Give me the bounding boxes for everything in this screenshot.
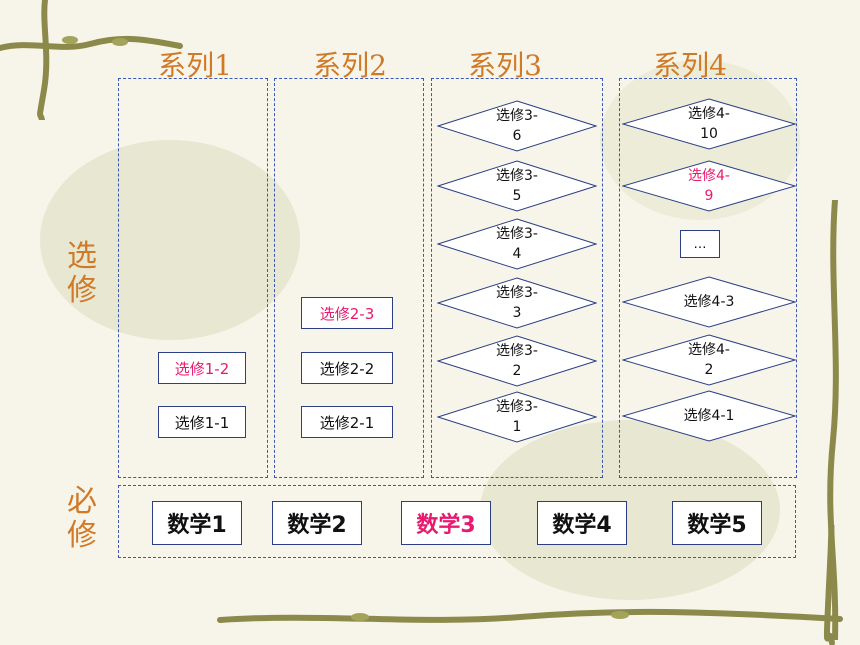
diamond-label: 选修3- 1 [496,399,538,435]
diamond-shape [437,218,597,270]
course-node-1-2: 选修1-2 [158,352,246,384]
core-course-math-2: 数学2 [272,501,362,545]
diamond-shape [622,98,796,150]
diamond-label: 选修3- 5 [496,168,538,204]
diamond-shape [437,160,597,212]
course-node-4-2: 选修4- 2 [622,334,796,386]
series-4-frame [619,78,797,478]
course-node-2-2: 选修2-2 [301,352,393,384]
vine-decoration-top-left [0,0,183,120]
diamond-shape [622,276,796,328]
diamond-shape [622,160,796,212]
diamond-label: 选修4-1 [683,408,735,424]
core-course-math-3: 数学3 [401,501,491,545]
series-4-title: 系列4 [653,49,727,82]
course-node-3-1: 选修3- 1 [437,391,597,443]
core-course-math-4: 数学4 [537,501,627,545]
diamond-label: 选修4- 2 [688,342,730,378]
course-node-1-1: 选修1-1 [158,406,246,438]
series-2-title: 系列2 [313,49,387,82]
course-node-2-3: 选修2-3 [301,297,393,329]
series-2-frame [274,78,424,478]
vine-decoration-right [827,200,839,640]
diamond-shape [437,100,597,152]
core-course-math-5: 数学5 [672,501,762,545]
course-node-3-6: 选修3- 6 [437,100,597,152]
course-node-3-2: 选修3- 2 [437,335,597,387]
diamond-label: 选修3- 4 [496,226,538,262]
course-node-3-4: 选修3- 4 [437,218,597,270]
course-node-4-1: 选修4-1 [622,390,796,442]
course-node-4-10: 选修4- 10 [622,98,796,150]
series-1-title: 系列1 [158,49,232,82]
diamond-label: 选修4- 9 [688,168,730,204]
ellipsis-node: … [680,230,720,258]
background-flower-blob [40,140,300,340]
series-3-frame [431,78,603,478]
course-node-3-5: 选修3- 5 [437,160,597,212]
series-3-title: 系列3 [468,49,542,82]
diamond-label: 选修3- 2 [496,343,538,379]
diamond-label: 选修4- 10 [688,106,730,142]
elective-label: 选修 [67,239,97,308]
course-node-4-3: 选修4-3 [622,276,796,328]
diamond-shape [437,335,597,387]
core-course-math-1: 数学1 [152,501,242,545]
diamond-shape [622,334,796,386]
diamond-label: 选修3- 3 [496,285,538,321]
required-frame [118,485,796,558]
diamond-shape [437,277,597,329]
diamond-shape [437,391,597,443]
course-node-2-1: 选修2-1 [301,406,393,438]
course-node-3-3: 选修3- 3 [437,277,597,329]
diamond-shape [622,390,796,442]
required-label: 必修 [67,484,97,553]
diamond-label: 选修3- 6 [496,108,538,144]
diamond-label: 选修4-3 [683,294,735,310]
course-node-4-9: 选修4- 9 [622,160,796,212]
series-1-frame [118,78,268,478]
